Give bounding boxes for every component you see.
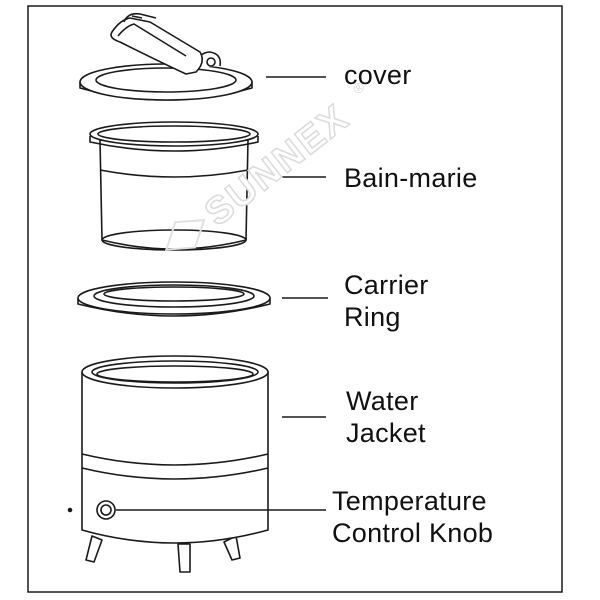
diagram-border bbox=[27, 5, 563, 593]
water-jacket-part bbox=[67, 355, 269, 573]
cover-part bbox=[79, 12, 253, 101]
label-water-jacket-line1: Water bbox=[346, 386, 419, 416]
label-cover: cover bbox=[344, 60, 412, 90]
label-water-jacket-line2: Jacket bbox=[346, 418, 426, 448]
label-carrier-ring-line2: Ring bbox=[344, 302, 401, 332]
carrier-ring-part bbox=[77, 281, 271, 317]
label-bain-marie: Bain-marie bbox=[344, 163, 478, 193]
label-knob-line1: Temperature bbox=[332, 486, 487, 516]
watermark-logo-icon bbox=[164, 218, 206, 251]
bain-marie-part bbox=[89, 121, 259, 251]
label-knob-line2: Control Knob bbox=[332, 518, 494, 548]
label-carrier-ring-line1: Carrier bbox=[344, 270, 429, 300]
